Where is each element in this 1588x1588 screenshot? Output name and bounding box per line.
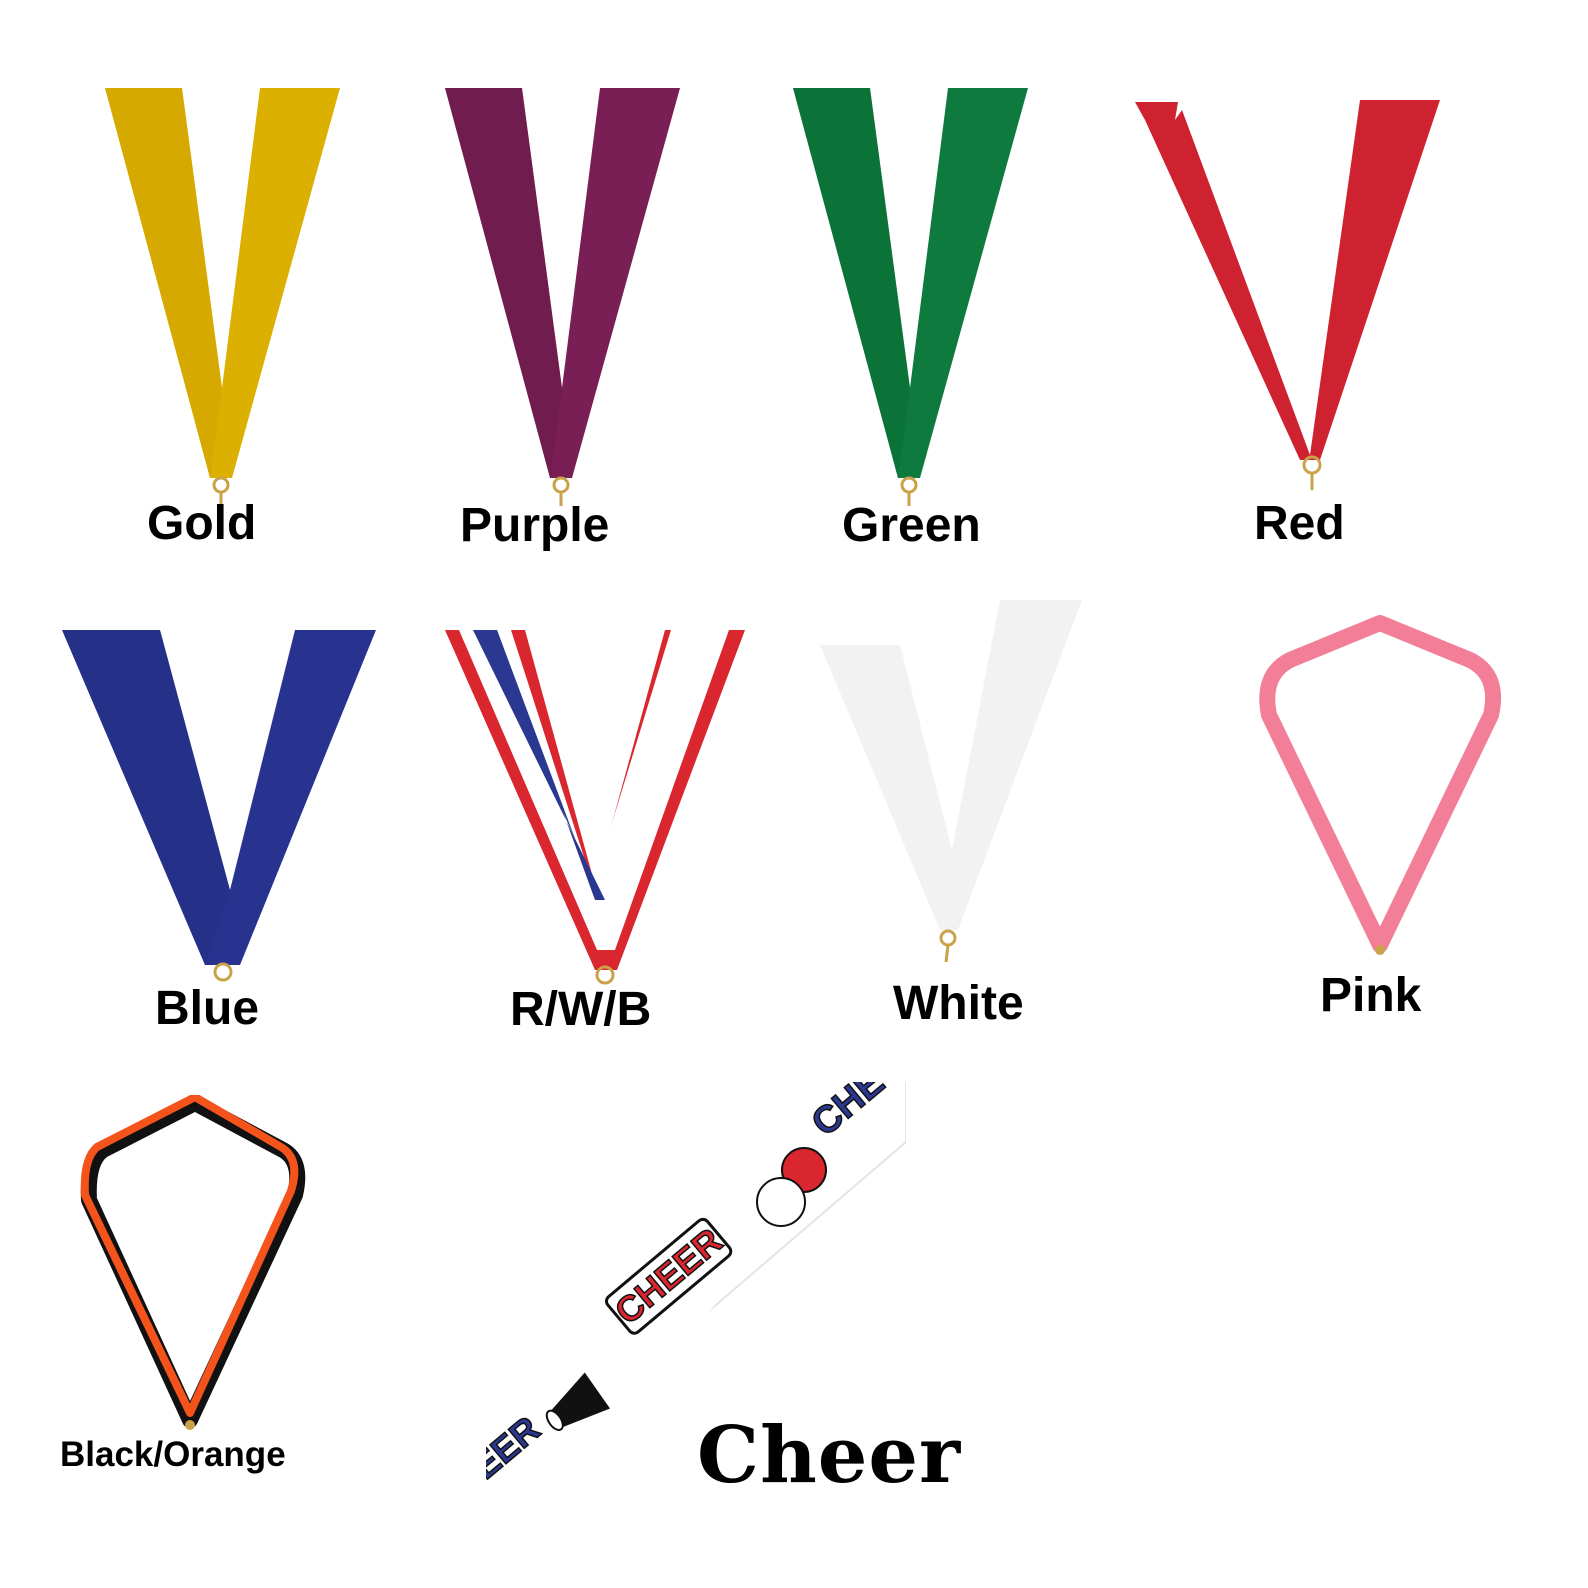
pink-ribbon	[1259, 615, 1502, 955]
ribbon-label-blue: Blue	[155, 982, 260, 1035]
ribbon-label-red: Red	[1254, 497, 1345, 550]
green-ribbon	[793, 88, 1028, 506]
ribbon-label-cheer: Cheer	[697, 1410, 962, 1501]
black-orange-ribbon	[80, 1095, 306, 1430]
purple-ribbon	[445, 88, 680, 506]
ribbon-label-rwb: R/W/B	[510, 983, 652, 1036]
ribbon-label-purple: Purple	[460, 499, 610, 552]
ribbon-label-black-orange: Black/Orange	[60, 1435, 286, 1474]
white-ribbon	[820, 600, 1082, 963]
ribbon-label-pink: Pink	[1320, 969, 1422, 1022]
cheer-ribbon: CHEER CHE EER	[486, 1082, 906, 1502]
red-ribbon	[1135, 100, 1440, 490]
ribbon-label-white: White	[893, 977, 1024, 1030]
rwb-ribbon	[445, 630, 745, 985]
gold-ribbon	[105, 88, 340, 506]
ribbon-label-green: Green	[842, 499, 981, 552]
blue-ribbon	[62, 630, 376, 982]
ribbon-label-gold: Gold	[147, 497, 257, 550]
